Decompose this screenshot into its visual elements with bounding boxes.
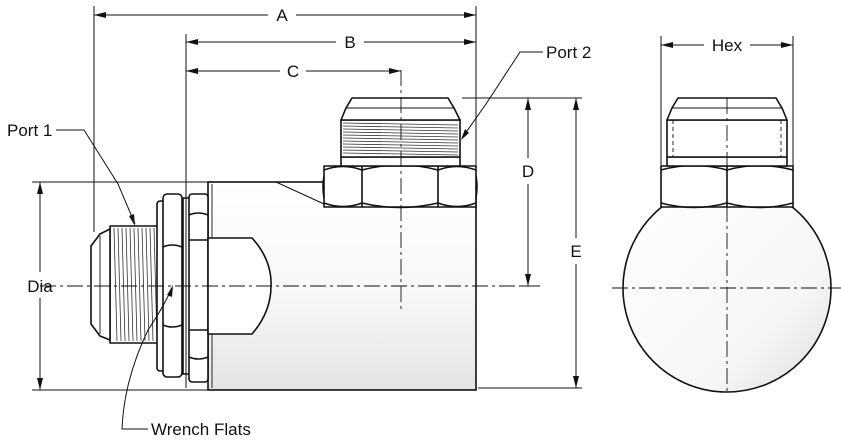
port-2-fitting <box>340 97 461 167</box>
port-2-label: Port 2 <box>546 43 591 62</box>
dimension-e <box>573 98 579 388</box>
dimension-b <box>186 39 476 45</box>
port-2-threads <box>342 122 459 156</box>
dimension-e-label: E <box>570 242 581 261</box>
dimension-hex <box>660 36 794 166</box>
dimension-a <box>94 12 476 18</box>
dimension-hex-label: Hex <box>712 36 743 55</box>
dimension-b-label: B <box>344 33 355 52</box>
port-1-threads <box>113 227 158 342</box>
dimension-c <box>186 68 401 74</box>
dimension-a-label: A <box>276 6 288 25</box>
extension-lines <box>32 6 582 391</box>
wrench-flats-leader <box>121 287 173 430</box>
dimension-d-label: D <box>522 162 534 181</box>
port-1-leader <box>56 129 136 225</box>
port-2-hex-nut <box>322 164 478 209</box>
end-view <box>612 36 841 394</box>
port-1-label: Port 1 <box>7 121 52 140</box>
dimension-d <box>525 98 531 286</box>
wrench-flats-label: Wrench Flats <box>151 420 251 439</box>
dimension-c-label: C <box>287 62 299 81</box>
port-1-fitting <box>90 225 161 344</box>
dimension-dia-label: Dia <box>27 277 53 296</box>
side-view <box>32 6 582 430</box>
dimension-dia <box>37 182 43 390</box>
port-2-leader <box>461 51 543 139</box>
wrench-flats-nut <box>156 193 209 383</box>
